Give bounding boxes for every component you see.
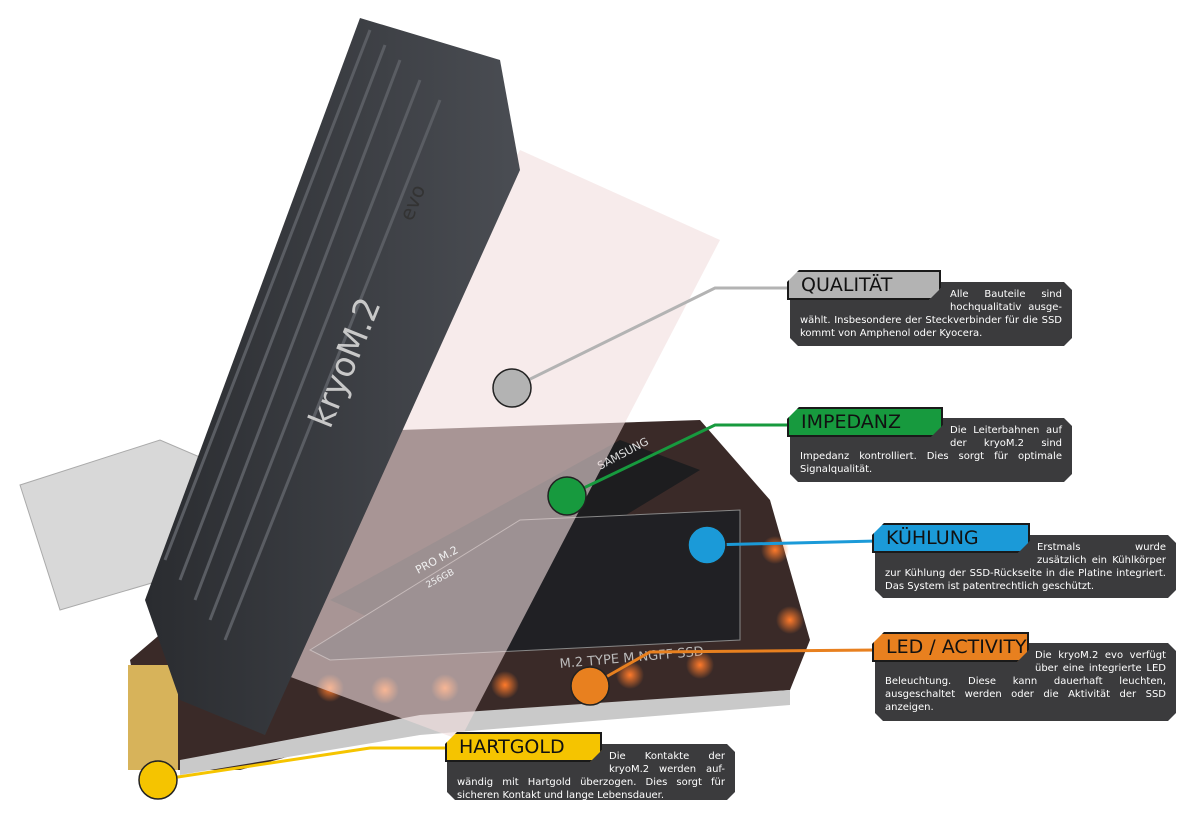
leader-line-qualitaet [511,286,792,390]
marker-led [570,666,610,706]
callout-text: Die Kontakte der kryoM.2 werden auf-wänd… [457,751,725,801]
callout-led-title: LED / ACTIVITY [872,632,1029,662]
leader-line-kuehlung [706,539,878,547]
callout-qualitaet-title: QUALITÄT [787,270,941,300]
marker-kuehlung [687,525,727,565]
gold-contacts [128,665,178,770]
callout-text: Alle Bauteile sind hochqualitativ ausge-… [800,289,1062,339]
callout-text: Die kryoM.2 evo verfügt über eine integr… [885,650,1166,713]
callout-impedanz-title: IMPEDANZ [787,407,943,437]
heatsink [145,18,520,735]
callout-kuehlung-title: KÜHLUNG [872,523,1030,553]
marker-impedanz [547,476,587,516]
heatsink-ghost [245,150,720,740]
callout-text: Erstmals wurde zusätzlich ein Kühlkörper… [885,542,1166,592]
leader-line-impedanz [566,423,792,498]
callout-text: Die Leiterbahnen auf der kryoM.2 sind Im… [800,425,1062,475]
leader-line-led [589,648,878,688]
callout-led-text-box: Die kryoM.2 evo verfügt über eine integr… [875,643,1176,721]
marker-qualitaet [492,368,532,408]
leader-line-hartgold [157,746,449,782]
marker-hartgold [138,760,178,800]
callout-hartgold-title: HARTGOLD [445,732,602,762]
